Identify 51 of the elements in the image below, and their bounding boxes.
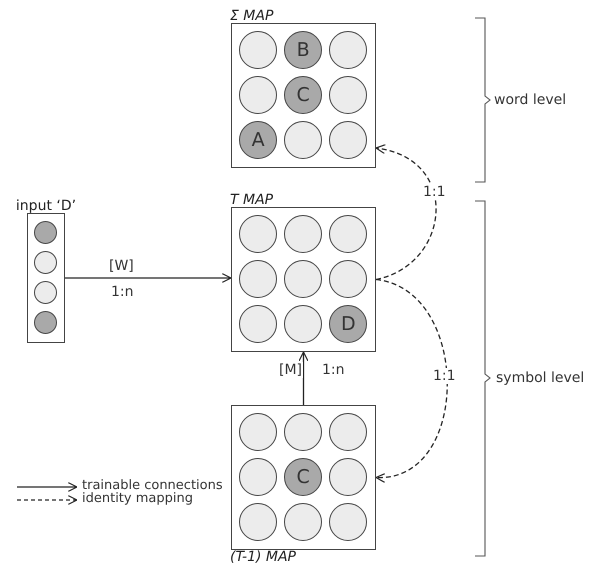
unit-circle bbox=[284, 305, 322, 344]
arrow bbox=[65, 272, 232, 284]
unit-circle bbox=[34, 251, 58, 274]
unit-circle bbox=[284, 215, 322, 254]
unit-circle bbox=[239, 305, 278, 344]
panel-heading: (T-1) MAP bbox=[230, 549, 296, 565]
unit-circle bbox=[329, 260, 368, 298]
unit-circle bbox=[329, 305, 368, 344]
unit-circle bbox=[239, 121, 278, 160]
panel-heading: Σ MAP bbox=[230, 8, 274, 24]
panel-heading: input ‘D’ bbox=[16, 198, 76, 214]
unit-letter: A bbox=[252, 129, 265, 152]
unit-circle bbox=[34, 311, 58, 334]
unit-circle bbox=[284, 121, 322, 160]
unit-circle bbox=[284, 413, 322, 452]
unit-circle bbox=[284, 31, 322, 70]
unit-letter: D bbox=[340, 313, 356, 336]
unit-circle bbox=[284, 260, 322, 298]
unit-circle bbox=[284, 76, 322, 114]
panel-heading: T MAP bbox=[230, 192, 274, 208]
unit-circle bbox=[239, 31, 278, 70]
edge-label: [M] bbox=[278, 362, 304, 378]
unit-circle bbox=[329, 503, 368, 542]
dashed-arrow bbox=[375, 278, 448, 482]
unit-circle bbox=[34, 281, 58, 304]
unit-letter: C bbox=[296, 84, 310, 106]
legend-text: trainable connections bbox=[81, 478, 224, 493]
edge-label: 1:1 bbox=[422, 184, 447, 200]
unit-circle bbox=[239, 458, 278, 496]
unit-circle bbox=[329, 413, 368, 452]
unit-circle bbox=[329, 121, 368, 160]
note-label: symbol level bbox=[495, 370, 586, 386]
unit-circle bbox=[329, 76, 368, 114]
unit-circle bbox=[329, 215, 368, 254]
edge-label: [W] bbox=[108, 258, 135, 274]
unit-circle bbox=[239, 76, 278, 114]
unit-letter: C bbox=[296, 466, 310, 488]
unit-circle bbox=[284, 503, 322, 542]
dashed-arrow bbox=[375, 145, 437, 280]
arrow bbox=[298, 351, 309, 405]
unit-circle bbox=[284, 458, 322, 496]
unit-letter: B bbox=[296, 39, 310, 62]
unit-circle bbox=[239, 215, 278, 254]
edge-label: 1:1 bbox=[432, 368, 457, 384]
unit-circle bbox=[329, 458, 368, 496]
unit-circle bbox=[239, 413, 278, 452]
unit-circle bbox=[34, 221, 58, 244]
unit-circle bbox=[329, 31, 368, 70]
unit-circle bbox=[239, 503, 278, 542]
unit-circle bbox=[239, 260, 278, 298]
legend-text: identity mapping bbox=[81, 491, 194, 507]
